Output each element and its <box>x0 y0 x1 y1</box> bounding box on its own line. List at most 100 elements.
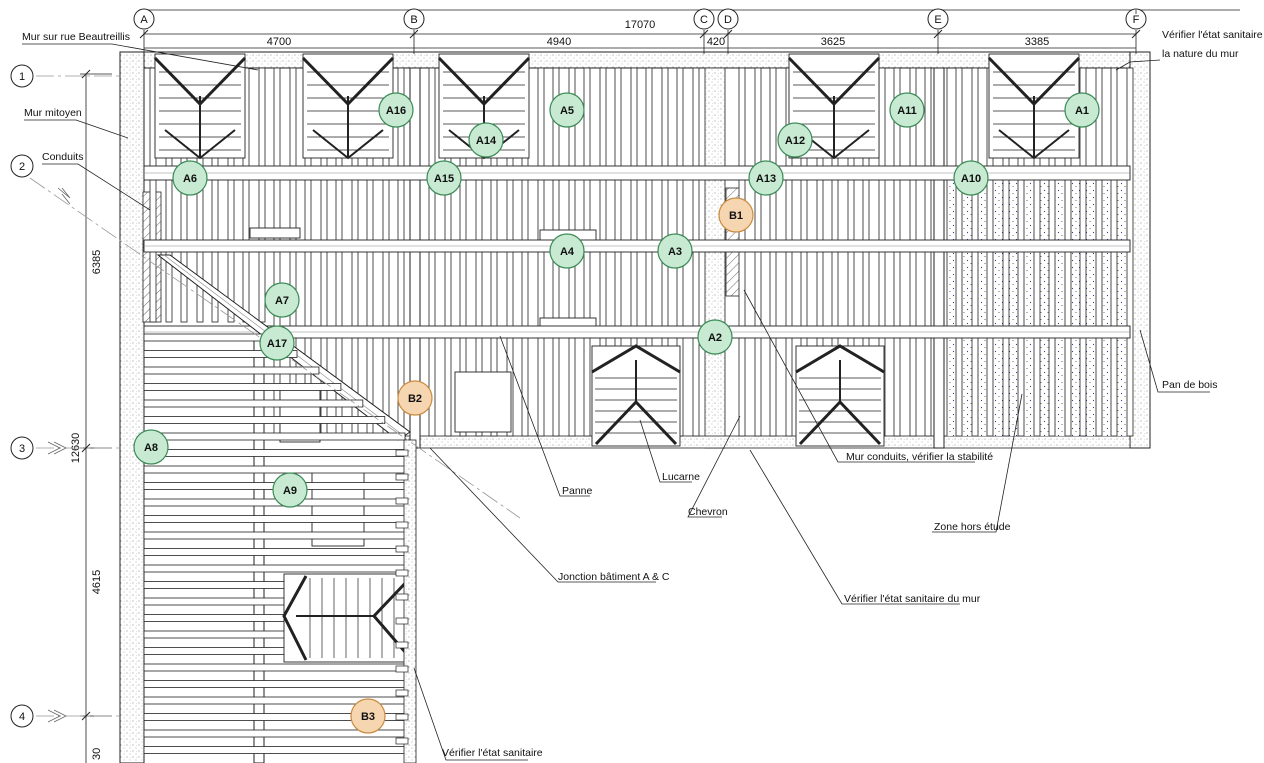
dormer <box>787 53 881 160</box>
marker-label: B2 <box>408 393 422 405</box>
axis-col-label: E <box>934 14 941 26</box>
dormer <box>282 573 415 663</box>
post <box>933 67 945 449</box>
dim-span: 3625 <box>821 36 845 48</box>
marker-a4[interactable]: A4 <box>549 233 585 269</box>
rafter <box>149 67 157 323</box>
label-panne: Panne <box>562 485 593 497</box>
label-conduits: Conduits <box>42 151 83 163</box>
marker-a16[interactable]: A16 <box>378 92 414 128</box>
axis-row-1-label: 1 <box>19 71 25 83</box>
marker-label: A13 <box>756 173 776 185</box>
label-zone-hors-etude: Zone hors étude <box>934 521 1011 533</box>
axis-row-2: 2 <box>10 154 71 205</box>
marker-label: A11 <box>897 105 917 117</box>
marker-label: A8 <box>144 442 158 454</box>
axis-row-2-label: 2 <box>19 161 25 173</box>
joist <box>143 663 407 672</box>
axis-col-label: D <box>724 14 732 26</box>
axis-col-label: B <box>410 14 417 26</box>
marker-a2[interactable]: A2 <box>697 319 733 355</box>
dim-span: 4940 <box>547 36 571 48</box>
marker-a10[interactable]: A10 <box>953 160 989 196</box>
axis-row-4-label: 4 <box>19 711 25 723</box>
axis-col-label: F <box>1133 14 1140 26</box>
marker-label: A6 <box>183 173 197 185</box>
joist <box>143 531 407 540</box>
joist <box>143 383 342 391</box>
dim-total: 17070 <box>625 19 656 31</box>
label-jonction: Jonction bâtiment A & C <box>558 571 670 583</box>
label-mur-conduits: Mur conduits, vérifier la stabilité <box>846 451 993 463</box>
marker-label: A12 <box>785 135 805 147</box>
marker-label: A17 <box>267 338 287 350</box>
marker-a5[interactable]: A5 <box>549 92 585 128</box>
marker-label: A1 <box>1075 105 1089 117</box>
joist <box>143 680 407 688</box>
axis-col-b: B <box>403 8 425 54</box>
marker-a3[interactable]: A3 <box>657 233 693 269</box>
axis-col-c: C <box>693 8 715 54</box>
marker-label: A14 <box>476 135 497 147</box>
joist <box>143 498 407 507</box>
opening <box>454 371 512 433</box>
dim-vertical-3: 4615 <box>91 570 103 594</box>
dormer <box>153 53 247 160</box>
dormer <box>591 344 681 447</box>
marker-label: A15 <box>434 173 454 185</box>
joist <box>143 399 364 408</box>
marker-label: A5 <box>560 105 574 117</box>
label-chevron: Chevron <box>688 506 728 518</box>
axis-row-4: 4 <box>10 704 67 728</box>
axis-row-3-label: 3 <box>19 443 25 455</box>
marker-a9[interactable]: A9 <box>272 472 308 508</box>
label-pan-de-bois: Pan de bois <box>1162 379 1217 391</box>
marker-a6[interactable]: A6 <box>172 160 208 196</box>
opening <box>249 227 301 239</box>
vertical-dimension-chain: 6385 12630 4615 30 <box>70 69 112 763</box>
axis-col-a: A <box>133 8 155 54</box>
marker-a7[interactable]: A7 <box>264 282 300 318</box>
marker-label: A9 <box>283 485 297 497</box>
marker-a17[interactable]: A17 <box>259 325 295 361</box>
marker-label: B1 <box>729 210 743 222</box>
joist <box>143 333 276 342</box>
axis-col-f: F <box>1125 8 1147 54</box>
marker-a13[interactable]: A13 <box>748 160 784 196</box>
marker-label: A3 <box>668 246 682 258</box>
marker-label: A7 <box>275 295 289 307</box>
purlins <box>143 165 1131 339</box>
dormers <box>153 53 1081 447</box>
marker-label: A2 <box>708 332 722 344</box>
marker-a15[interactable]: A15 <box>426 160 462 196</box>
dormer <box>301 53 395 160</box>
marker-b3[interactable]: B3 <box>350 698 386 734</box>
marker-a12[interactable]: A12 <box>777 122 813 158</box>
marker-a8[interactable]: A8 <box>133 429 169 465</box>
marker-label: A10 <box>961 173 981 185</box>
joist <box>143 366 320 375</box>
marker-a1[interactable]: A1 <box>1064 92 1100 128</box>
joist <box>143 746 407 754</box>
marker-label: A16 <box>386 105 406 117</box>
label-verifier-etat-1: Vérifier l'état sanitaire et <box>1162 29 1264 41</box>
label-verifier-mur: Vérifier l'état sanitaire du mur <box>844 593 981 605</box>
joist <box>143 548 407 556</box>
dim-span: 4700 <box>267 36 291 48</box>
axis-col-d: D <box>717 8 739 54</box>
marker-label: B3 <box>361 711 375 723</box>
marker-b1[interactable]: B1 <box>718 197 754 233</box>
marker-b2[interactable]: B2 <box>397 380 433 416</box>
dormer <box>795 344 885 447</box>
lower-wing-framing <box>143 333 417 763</box>
label-mur-rue: Mur sur rue Beautreillis <box>22 31 130 43</box>
axis-col-label: A <box>140 14 148 26</box>
joist <box>143 432 406 441</box>
label-verifier-sanitaire: Vérifier l'état sanitaire <box>442 747 543 759</box>
joist <box>143 416 386 424</box>
marker-a11[interactable]: A11 <box>889 92 925 128</box>
joist <box>143 515 407 523</box>
marker-a14[interactable]: A14 <box>468 122 504 158</box>
